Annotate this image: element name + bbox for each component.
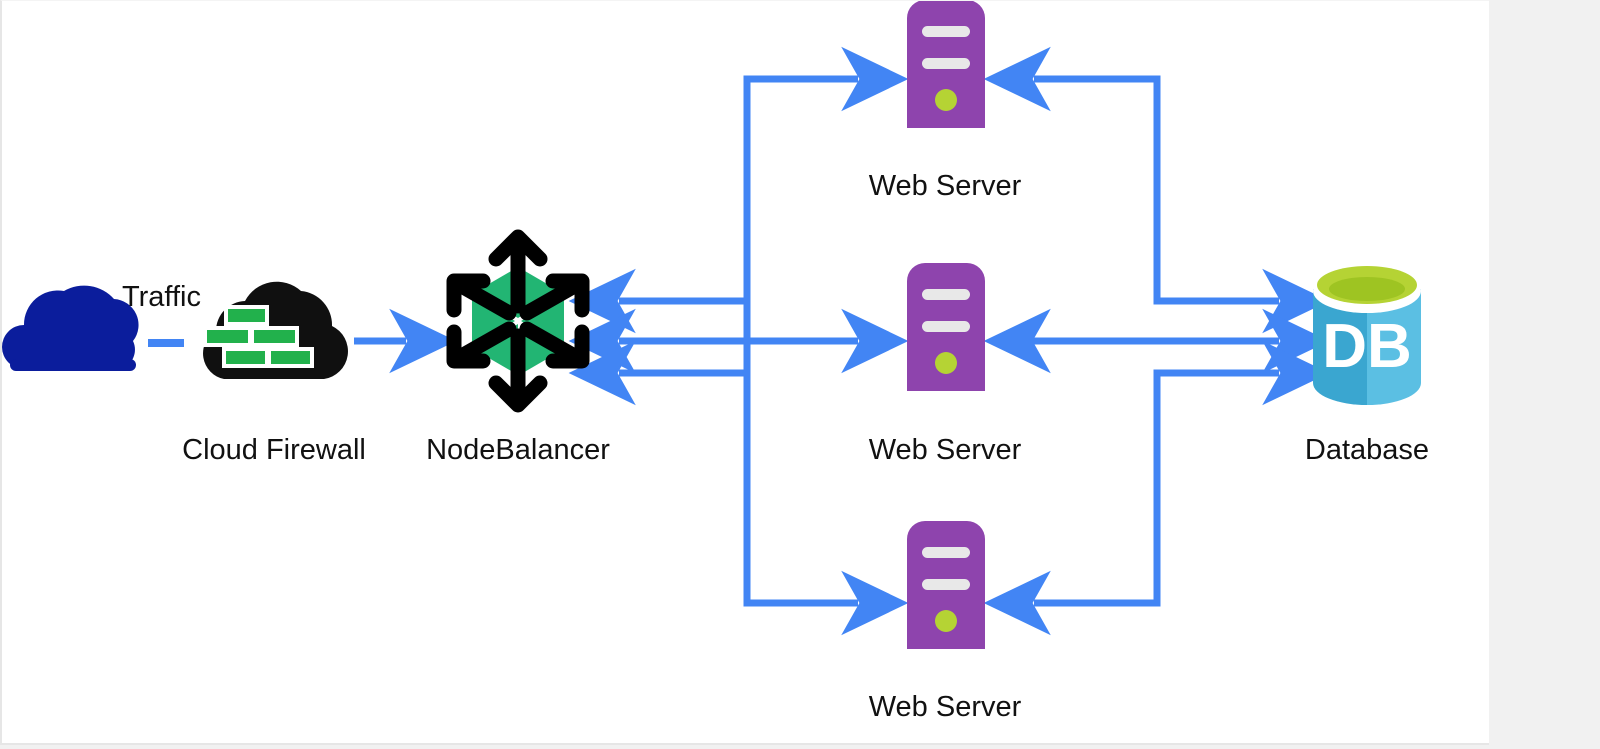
diagram-canvas: nodebalancer --> (0, 0, 1489, 745)
connector-database-to-server-top (983, 46, 1161, 301)
label-web-server-bottom: Web Server (869, 691, 1022, 723)
nodebalancer-arrows (446, 229, 590, 413)
label-web-server-top: Web Server (869, 170, 1022, 202)
firewall-icon (203, 281, 348, 379)
nodebalancer-icon (446, 229, 590, 413)
connector-server-top-to-balancer (568, 79, 751, 334)
connector-server-top-to-database (1153, 79, 1330, 334)
label-database: Database (1305, 434, 1429, 466)
server-icon-middle (907, 263, 985, 391)
connector-balancer-to-server-top (743, 46, 909, 374)
label-nodebalancer: NodeBalancer (426, 434, 610, 466)
database-icon: DB (1313, 266, 1421, 405)
connector-balancer-to-server-bottom (743, 374, 909, 636)
server-icon-bottom (907, 521, 985, 649)
connector-server-bottom-to-balancer (568, 340, 751, 603)
traffic-label: Traffic (122, 281, 201, 313)
cloud-icon (2, 285, 139, 371)
connector-layer: nodebalancer --> (148, 46, 1330, 636)
database-badge-text: DB (1322, 312, 1412, 381)
server-icon-top (907, 1, 985, 128)
firewall-bricks (203, 305, 314, 368)
label-cloud-firewall: Cloud Firewall (182, 434, 366, 466)
connector-server-bottom-to-database (1153, 340, 1330, 603)
architecture-diagram: nodebalancer --> (2, 1, 1429, 723)
connector-database-to-server-bottom (983, 373, 1161, 636)
label-web-server-middle: Web Server (869, 434, 1022, 466)
